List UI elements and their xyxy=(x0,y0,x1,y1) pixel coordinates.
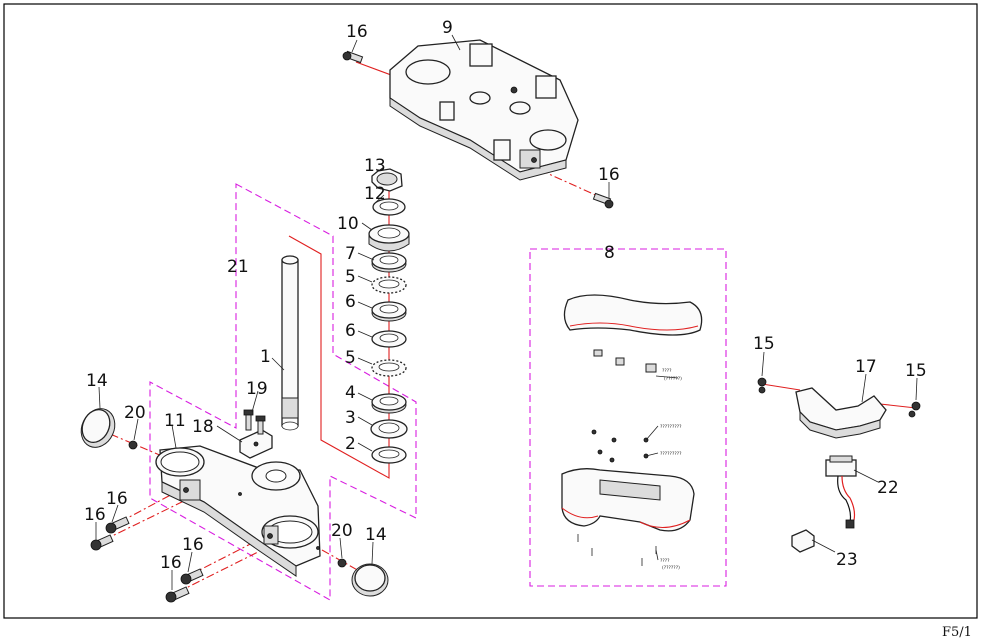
callout-22: 22 xyxy=(877,478,899,498)
cap-part-14-right xyxy=(351,563,389,597)
sensor-part-22 xyxy=(825,455,857,529)
callout-7: 7 xyxy=(345,244,356,264)
callout-15: 15 xyxy=(753,334,775,354)
washer-part-12 xyxy=(372,198,406,216)
callout-9: 9 xyxy=(442,18,453,38)
bolt-16-top-left xyxy=(342,50,364,64)
callout-17: 17 xyxy=(855,357,877,377)
callout-10: 10 xyxy=(337,214,359,234)
callout-19: 19 xyxy=(246,379,268,399)
clamp-block-part-18 xyxy=(239,429,273,459)
svg-text:(??????): (??????) xyxy=(662,565,680,571)
callout-14: 14 xyxy=(365,525,387,545)
callout-20: 20 xyxy=(331,521,353,541)
callout-13: 13 xyxy=(364,156,386,176)
lower-triple-clamp-part-11 xyxy=(155,445,321,577)
callout-3: 3 xyxy=(345,408,356,428)
callout-2: 2 xyxy=(345,434,356,454)
callout-21: 21 xyxy=(227,257,249,277)
callout-8: 8 xyxy=(604,243,615,263)
drawing-frame xyxy=(3,3,978,619)
callout-23: 23 xyxy=(836,550,858,570)
assembly-line-16-left-3 xyxy=(177,545,271,593)
bolt-part-15-right xyxy=(908,401,921,418)
callout-18: 18 xyxy=(192,417,214,437)
steering-stem-part-1 xyxy=(281,255,299,431)
bolt-16-left-a xyxy=(90,534,114,551)
bolt-16-bottom-right xyxy=(592,192,614,209)
callout-6: 6 xyxy=(345,321,356,341)
steering-nut-part-13 xyxy=(371,168,403,192)
bearing-race-part-6-lower xyxy=(371,330,407,348)
bearing-race-part-7 xyxy=(371,252,407,273)
callout-16: 16 xyxy=(84,505,106,525)
callout-labels: 16 9 16 13 12 10 7 5 6 6 5 4 3 2 21 1 19… xyxy=(84,18,927,573)
assembly-line-stem xyxy=(288,184,390,479)
svg-text:????: ???? xyxy=(660,558,670,564)
bearing-race-part-6-upper xyxy=(371,301,407,322)
meter-housing-bottom xyxy=(561,468,695,532)
callout-14: 14 xyxy=(86,371,108,391)
meter-bracket-part-17 xyxy=(795,387,887,439)
bolt-16-left-c xyxy=(165,586,190,603)
svg-text:?????????: ????????? xyxy=(660,424,682,430)
washer-part-2 xyxy=(371,446,407,464)
callout-5: 5 xyxy=(345,267,356,287)
ball-retainer-part-5-lower xyxy=(371,359,407,377)
callout-16: 16 xyxy=(346,22,368,42)
callout-16: 16 xyxy=(160,553,182,573)
bolt-16-left-d xyxy=(180,568,204,585)
meter-cover-top xyxy=(563,294,703,336)
callout-5: 5 xyxy=(345,348,356,368)
assembly-line-16-bottom xyxy=(539,169,601,198)
page-reference: F5/1 xyxy=(942,625,972,640)
assembly-line-17-a xyxy=(761,383,801,391)
ball-retainer-part-5-upper xyxy=(371,276,407,294)
assembly-line-17-b xyxy=(879,403,917,409)
leader-lines xyxy=(95,34,918,590)
nut-part-20-right xyxy=(337,558,347,568)
callout-11: 11 xyxy=(164,411,186,431)
svg-text:????: ???? xyxy=(662,368,672,374)
assembly-line-16-left-2 xyxy=(119,489,181,523)
svg-text:?????????: ????????? xyxy=(660,451,682,457)
nut-part-20-left xyxy=(128,440,138,450)
assembly-line-16-left-1 xyxy=(103,499,187,541)
cap-part-14-left xyxy=(80,408,116,448)
callout-12: 12 xyxy=(364,184,386,204)
connector-part-23 xyxy=(791,529,815,553)
group-box-21 xyxy=(149,183,417,601)
dust-seal-part-3 xyxy=(370,419,408,439)
upper-bracket-part-9 xyxy=(389,39,579,181)
callout-4: 4 xyxy=(345,383,356,403)
callout-20: 20 xyxy=(124,403,146,423)
callout-6: 6 xyxy=(345,292,356,312)
callout-1: 1 xyxy=(260,347,271,367)
meter-small-parts xyxy=(577,349,657,566)
group-box-8 xyxy=(529,248,727,587)
bolt-part-19 xyxy=(243,409,266,435)
bearing-cone-part-10 xyxy=(368,224,410,252)
bolt-16-left-b xyxy=(105,516,130,534)
svg-text:(??????): (??????) xyxy=(664,376,682,382)
callout-16: 16 xyxy=(106,489,128,509)
bearing-race-part-4 xyxy=(371,393,407,414)
meter-tiny-notes: ???? (??????) ????????? ????????? ???? (… xyxy=(660,368,682,571)
callout-15: 15 xyxy=(905,361,927,381)
callout-16: 16 xyxy=(598,165,620,185)
bolt-part-15-left xyxy=(757,377,767,394)
callout-16: 16 xyxy=(182,535,204,555)
